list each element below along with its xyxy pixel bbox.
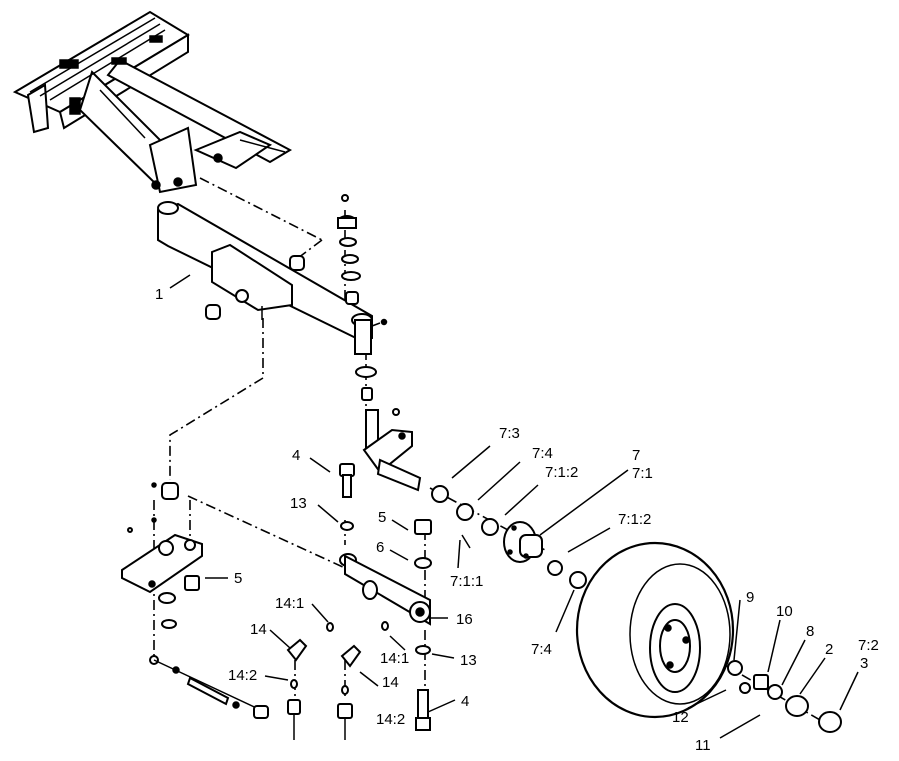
tie-rod [339,463,432,731]
label-14-2-left: 14:2 [228,667,257,684]
label-11: 11 [695,737,711,754]
front-axle [157,201,388,355]
label-1: 1 [155,286,163,303]
label-14-left: 14 [250,621,267,638]
label-7-1-1: 7:1:1 [450,573,483,590]
label-6: 6 [376,539,384,556]
label-4-bottom: 4 [461,693,469,710]
label-5-tie: 5 [378,509,386,526]
label-7-1-2-top: 7:1:2 [545,464,578,481]
label-7-4-bottom: 7:4 [531,641,552,658]
axle-hardware [727,660,842,733]
label-7-1: 7:1 [632,465,653,482]
label-7-3: 7:3 [499,425,520,442]
drag-link [149,655,269,719]
tire-wheel [575,541,735,719]
label-2: 2 [825,641,833,658]
hub-assembly [431,485,587,589]
label-4-top: 4 [292,447,300,464]
leader-lines [169,274,859,739]
label-14-2-right: 14:2 [376,711,405,728]
grease-fittings [286,621,389,740]
label-14-1-right: 14:1 [380,650,409,667]
label-7-4-top: 7:4 [532,445,553,462]
label-12: 12 [672,709,689,726]
label-5-plate: 5 [234,570,242,587]
label-13-bottom: 13 [460,652,477,669]
steering-plate [121,482,203,629]
label-3: 3 [860,655,868,672]
callout-labels: 1 4 13 5 6 5 14:1 14 14:2 16 13 14:1 14 … [155,286,879,754]
label-14-right: 14 [382,674,399,691]
label-8: 8 [806,623,814,640]
label-13-top: 13 [290,495,307,512]
label-7-1-2-bottom: 7:1:2 [618,511,651,528]
label-10: 10 [776,603,793,620]
label-7-2: 7:2 [858,637,879,654]
steering-spindle [362,408,422,492]
spindle-stack [337,194,377,401]
label-16: 16 [456,611,473,628]
label-7: 7 [632,447,640,464]
label-14-1-left: 14:1 [275,595,304,612]
label-9: 9 [746,589,754,606]
frame-assembly [12,10,293,194]
